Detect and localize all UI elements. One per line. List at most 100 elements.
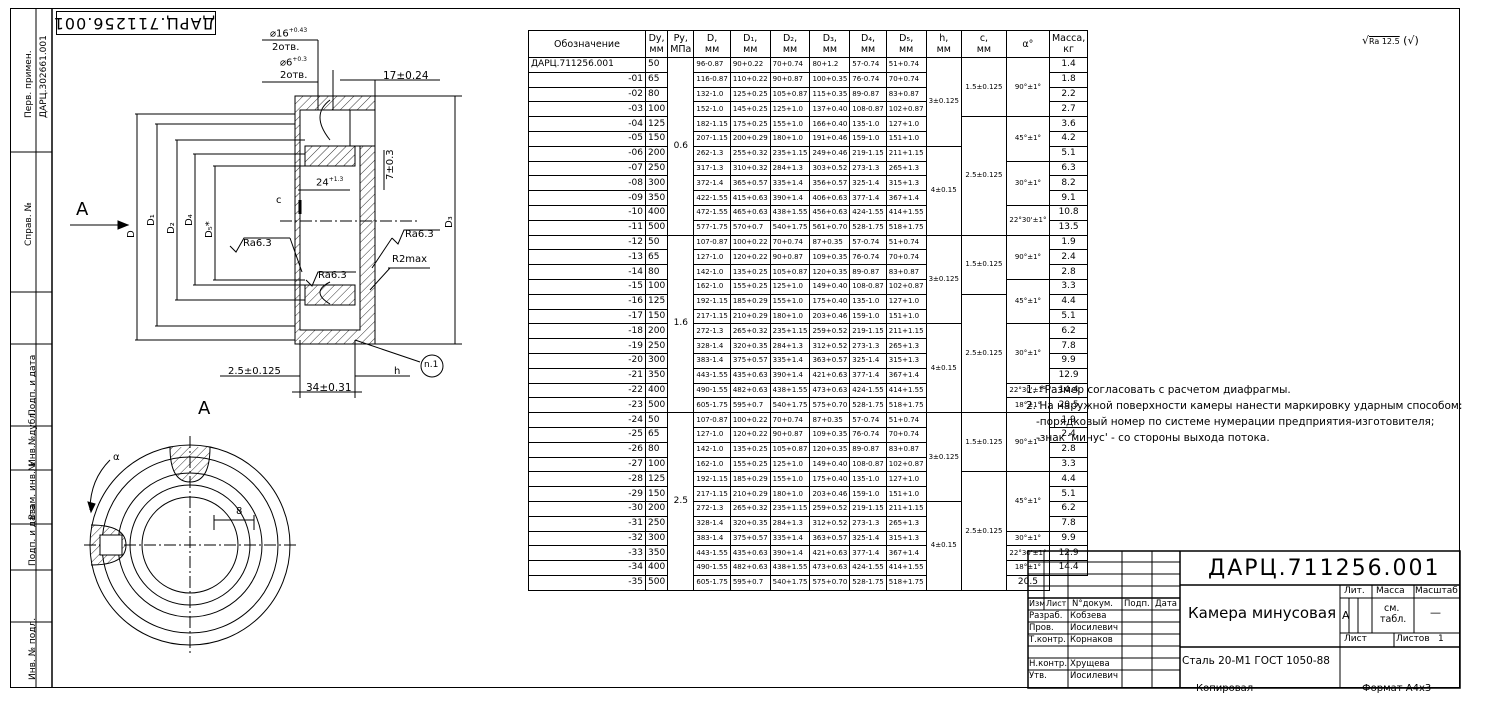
general-roughness: √Ra 12.5 (√) — [1362, 34, 1419, 47]
th-d5-unit: мм — [899, 44, 914, 55]
th-h: h,мм — [925, 30, 962, 58]
roughness-1: Ra6.3 — [243, 238, 272, 249]
title-block-material: Сталь 20-М1 ГОСТ 1050-88 — [1182, 655, 1330, 667]
roughness-2: Ra6.3 — [405, 229, 434, 240]
title-block-name: Камера минусовая — [1188, 604, 1337, 622]
note-2: 2. На наружной поверхности камеры нанест… — [1026, 400, 1463, 412]
th-c-label: c, — [979, 33, 989, 44]
tb-tkontr: Т.контр. — [1029, 635, 1066, 645]
th-d1-unit: мм — [743, 44, 758, 55]
th-d4-label: D₄, — [860, 33, 876, 44]
th-d1-label: D₁, — [743, 33, 758, 44]
cell-c: 2.5±0.125 — [960, 293, 1007, 414]
cell-mass: 12.9 — [1048, 367, 1089, 384]
cell-h: 4±0.15 — [925, 145, 962, 236]
th-h-label: h, — [939, 33, 949, 44]
cell-c: 2.5±0.125 — [960, 116, 1007, 236]
cell-dy: 125 — [644, 116, 669, 132]
dim-d16-value: ⌀16 — [270, 28, 289, 40]
note-2a: -порядковый номер по системе нумерации п… — [1036, 416, 1435, 428]
cell-mass: 3.3 — [1048, 456, 1089, 473]
general-roughness-symbol: (√) — [1403, 34, 1419, 47]
cell-c: 2.5±0.125 — [960, 471, 1007, 591]
cell-alpha: 45°±1° — [1005, 116, 1050, 162]
dim-d16: ⌀16+0.43 — [270, 27, 307, 39]
dim-holes-1: 2отв. — [272, 42, 300, 53]
dim-17: 17±0.24 — [383, 70, 429, 82]
cell-dy: 250 — [644, 515, 669, 532]
cell-d: 605-1.75 — [693, 574, 731, 591]
dim-8: 8 — [236, 506, 243, 517]
note-ref-n1: n.1 — [424, 360, 439, 370]
th-d1: D₁,мм — [729, 30, 771, 58]
cell-h: 3±0.125 — [925, 234, 962, 325]
tb-listov: Листов — [1396, 634, 1430, 644]
th-mass: Масса,кг — [1048, 30, 1089, 58]
th-d-unit: мм — [704, 44, 720, 55]
label-alpha: α — [113, 452, 120, 463]
tb-nkontr-name: Хрущева — [1070, 659, 1110, 669]
cell-dy: 100 — [644, 101, 669, 118]
cell-alpha: 30°±1° — [1005, 160, 1050, 206]
dim-d6-tol: +0.3 — [292, 56, 307, 63]
cell-dy: 100 — [644, 456, 669, 473]
th-c-unit: мм — [976, 44, 992, 55]
th-d4-unit: мм — [860, 44, 876, 55]
th-d2-label: D₂, — [782, 33, 798, 44]
tb-razrab: Разраб. — [1029, 611, 1063, 621]
tb-nkontr: Н.контр. — [1029, 659, 1068, 669]
th-h-unit: мм — [936, 44, 951, 55]
cell-d4: 377-1.4 — [849, 545, 887, 562]
th-mass-unit: кг — [1063, 44, 1074, 55]
spec-table: Обозначение Dу,мм Pу,МПа D,мм D₁,мм D₂,м… — [528, 30, 1089, 591]
cell-mass: 5.1 — [1048, 308, 1089, 325]
th-py: Pу,МПа — [667, 30, 695, 58]
cell-alpha: 30°±1° — [1005, 323, 1050, 384]
tb-h-izm: Изм — [1029, 599, 1046, 608]
th-d2: D₂,мм — [769, 30, 811, 58]
cell-py: 0.6 — [667, 57, 695, 236]
dim-d6-value: ⌀6 — [280, 57, 293, 69]
label-h: h — [394, 366, 401, 377]
dim-34: 34±0.31 — [306, 382, 352, 394]
tb-h-ndoc: N°докум. — [1072, 599, 1113, 609]
tb-h-list: Лист — [1046, 599, 1067, 608]
cell-c: 1.5±0.125 — [960, 234, 1007, 295]
th-dy-label: Dу, — [648, 33, 665, 44]
th-d: D,мм — [693, 30, 731, 58]
th-d3-unit: мм — [822, 44, 838, 55]
th-dy-unit: мм — [649, 44, 664, 55]
cell-d5: 102+0.87 — [885, 456, 927, 473]
cell-mass: 1.8 — [1048, 71, 1089, 88]
cell-alpha: 45°±1° — [1005, 471, 1050, 532]
cell-d4: 528-1.75 — [849, 574, 887, 591]
cell-d4: 159-1.0 — [849, 308, 887, 325]
cell-h: 3±0.125 — [925, 57, 962, 147]
tb-h-data: Дата — [1155, 599, 1178, 609]
dim-24-tol: +1.3 — [328, 176, 344, 183]
cell-d4: 76-0.74 — [849, 249, 887, 266]
cell-dy: 500 — [644, 574, 669, 591]
tb-scale-val: — — [1430, 606, 1441, 619]
tb-razrab-name: Кобзева — [1070, 611, 1107, 621]
th-d-label: D, — [706, 33, 718, 44]
cell-mass: 14.4 — [1048, 560, 1089, 576]
tb-massa: Масса — [1376, 586, 1405, 596]
tb-tkontr-name: Корнаков — [1070, 635, 1113, 645]
th-d2-unit: мм — [782, 44, 798, 55]
